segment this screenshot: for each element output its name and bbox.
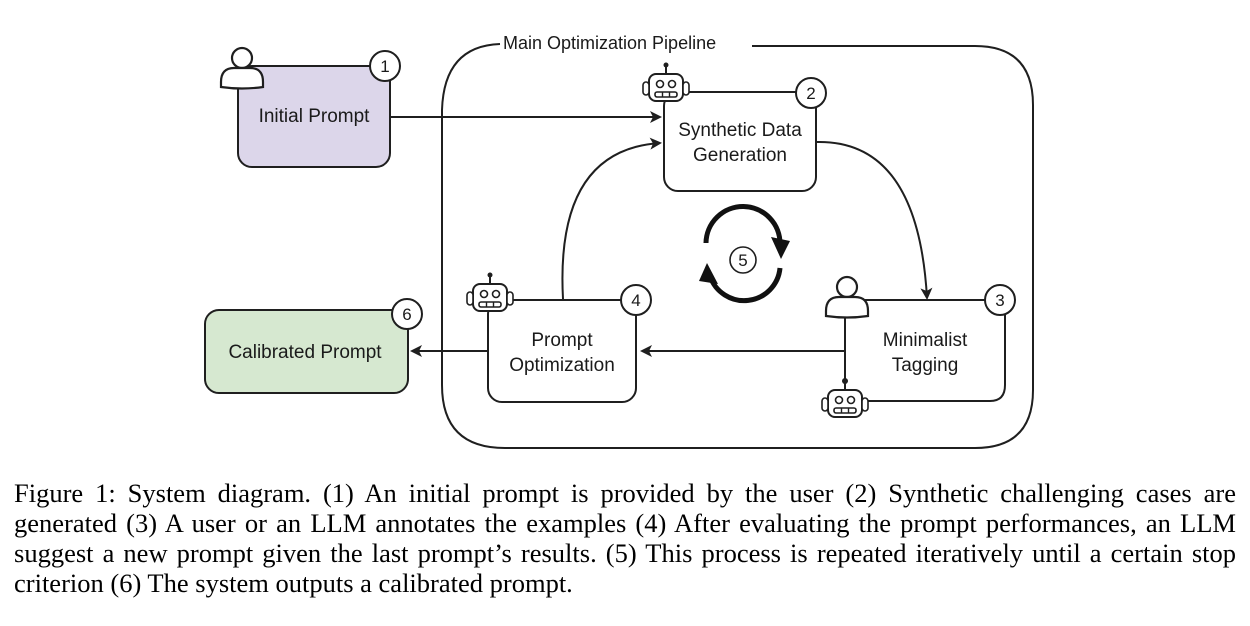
- edge-optimization-to-synthetic: [561, 137, 662, 300]
- node-minimalist-tagging: Minimalist Tagging 3: [821, 275, 1016, 418]
- edges: [390, 111, 933, 357]
- edge-synthetic-to-tagging: [816, 140, 933, 300]
- robot-icon: [466, 271, 514, 312]
- badge-4: [620, 284, 652, 316]
- badge-4-label: 4: [631, 291, 640, 310]
- badge-2-label: 2: [806, 84, 815, 103]
- cycle-arrows-icon: [699, 204, 790, 304]
- node-synthetic-data-generation: Synthetic Data Generation 2: [642, 61, 827, 192]
- node-initial-prompt-label: Initial Prompt: [259, 106, 371, 127]
- node-optimization-line1: Prompt: [531, 330, 593, 351]
- pipeline-title: Main Optimization Pipeline: [503, 33, 716, 53]
- node-initial-prompt: Initial Prompt 1: [219, 46, 401, 168]
- badge-2: [795, 77, 827, 109]
- cycle-indicator: 5: [699, 204, 790, 304]
- node-optimization-line2: Optimization: [509, 355, 615, 376]
- badge-6-label: 6: [402, 305, 411, 324]
- badge-5-label: 5: [738, 251, 747, 270]
- node-synthetic-line1: Synthetic Data: [678, 120, 802, 141]
- node-prompt-optimization: Prompt Optimization 4: [466, 271, 652, 403]
- pipeline-container: Main Optimization Pipeline: [441, 33, 1034, 449]
- node-tagging-line2: Tagging: [892, 355, 959, 376]
- badge-5: [729, 246, 757, 274]
- user-icon: [824, 275, 870, 319]
- badge-3-label: 3: [995, 291, 1004, 310]
- node-synthetic-line2: Generation: [693, 145, 787, 166]
- robot-icon: [642, 61, 690, 102]
- badge-1: [369, 50, 401, 82]
- node-tagging-line1: Minimalist: [883, 330, 968, 351]
- figure-caption: Figure 1: System diagram. (1) An initial…: [14, 478, 1236, 598]
- robot-icon: [821, 377, 869, 418]
- badge-6: [391, 298, 423, 330]
- node-calibrated-label: Calibrated Prompt: [228, 342, 382, 363]
- node-calibrated-prompt: Calibrated Prompt 6: [204, 298, 423, 394]
- system-diagram: Main Optimization Pipeline Initial Promp…: [204, 33, 1034, 449]
- badge-1-label: 1: [380, 57, 389, 76]
- user-icon: [219, 46, 265, 90]
- badge-3: [984, 284, 1016, 316]
